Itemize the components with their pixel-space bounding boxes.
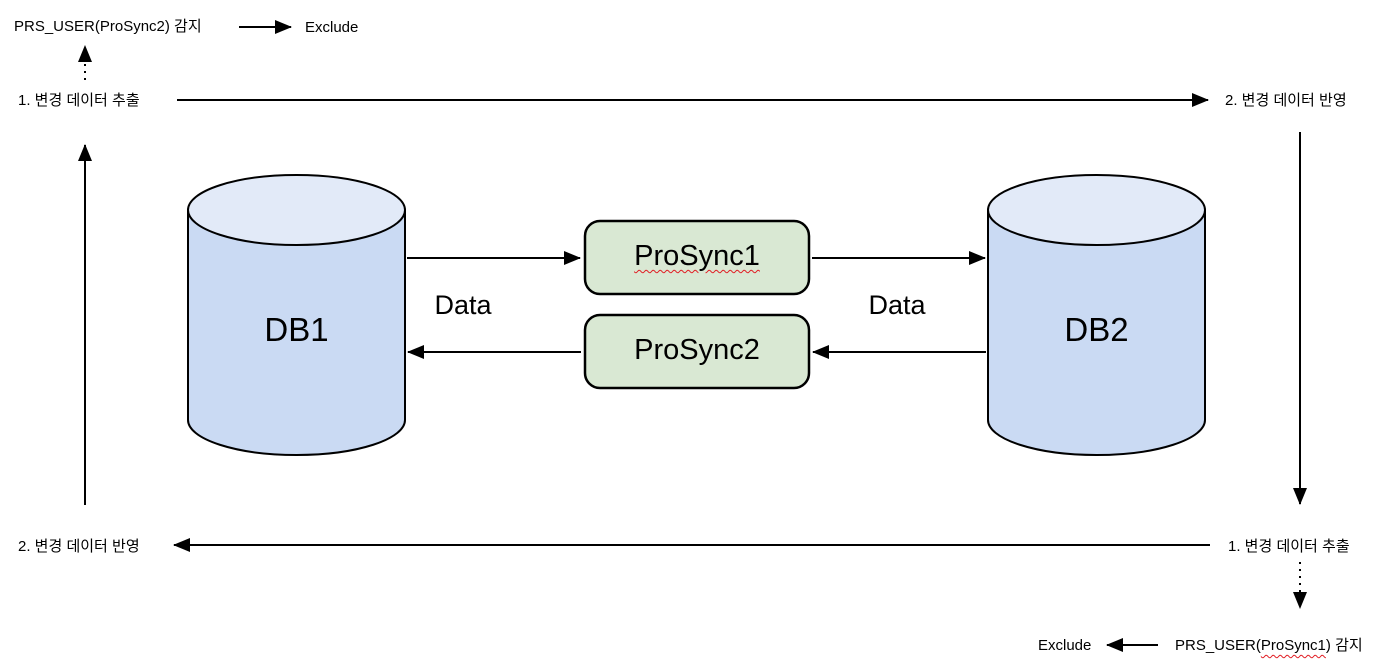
db2-cylinder: [987, 174, 1206, 456]
prosync2-box: [583, 313, 811, 390]
prosync1-label-text: ProSync1: [634, 240, 760, 272]
db1-cylinder: [187, 174, 406, 456]
db1-cylinder-body: [187, 209, 406, 456]
data-label-right: Data: [868, 290, 926, 320]
data-label-left: Data: [434, 290, 492, 320]
bottom-flow-left-label: 2. 변경 데이터 반영: [18, 538, 140, 555]
prosync2-label: ProSync2: [634, 334, 760, 366]
prosync1-label: ProSync1: [585, 240, 809, 273]
exclude-label-bottom: Exclude: [1038, 637, 1092, 654]
db2-cylinder-top: [987, 174, 1206, 246]
db1-label: DB1: [264, 311, 329, 348]
detect-prefix: PRS_USER(: [1175, 637, 1261, 654]
db1-cylinder-top: [187, 174, 406, 246]
detect-highlight: ProSync1: [1260, 637, 1326, 654]
prosync1-box: [583, 219, 811, 296]
exclude-label-top: Exclude: [305, 19, 359, 36]
db2-cylinder-body: [987, 209, 1206, 456]
db2-label: DB2: [1064, 311, 1129, 348]
prosync1-detect-label: PRS_USER(ProSync1) 감지: [1175, 637, 1363, 655]
top-flow-right-label: 2. 변경 데이터 반영: [1225, 92, 1347, 109]
top-flow-left-label: 1. 변경 데이터 추출: [18, 92, 140, 109]
bottom-flow-right-label: 1. 변경 데이터 추출: [1228, 538, 1350, 555]
prosync2-detect-label: PRS_USER(ProSync2) 감지: [14, 18, 202, 35]
detect-suffix: ) 감지: [1325, 637, 1363, 654]
